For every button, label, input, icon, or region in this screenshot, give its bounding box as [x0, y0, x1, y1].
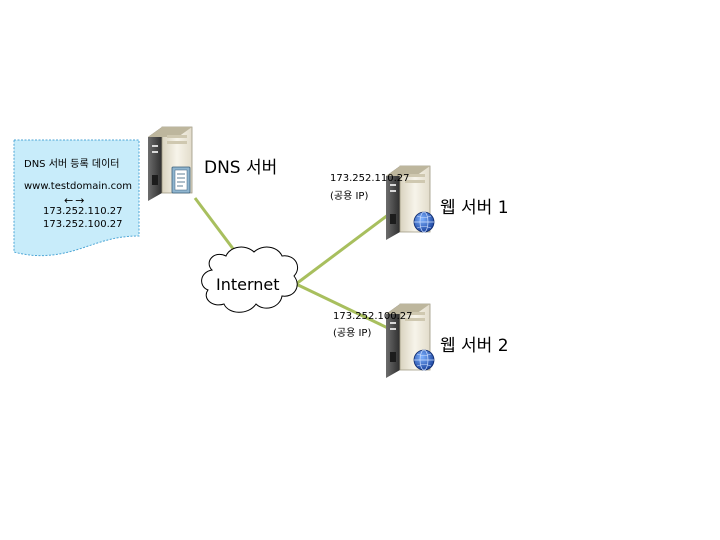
web-server-2-icon: [386, 303, 435, 378]
dns-record-document: [13, 139, 140, 257]
internet-label: Internet: [216, 275, 280, 294]
globe-icon: [413, 211, 435, 233]
address-book-icon: [171, 166, 191, 194]
dns-record-title: DNS 서버 등록 데이터: [24, 159, 120, 170]
web-server-1-icon: [386, 165, 435, 240]
dns-record-domain: www.testdomain.com: [24, 181, 132, 192]
dns-record-ip-1: 173.252.110.27: [43, 206, 123, 217]
web-server-2-ip: 173.252.100.27: [333, 311, 413, 322]
bidirectional-arrows: ←→: [64, 194, 87, 207]
web-server-1-label: 웹 서버 1: [440, 198, 509, 218]
globe-icon: [413, 349, 435, 371]
dns-server-icon: [148, 126, 193, 201]
web-server-2-label: 웹 서버 2: [440, 336, 509, 356]
dns-record-ip-2: 173.252.100.27: [43, 219, 123, 230]
internet-cloud: [201, 246, 298, 313]
web-server-1-ip-note: (공용 IP): [330, 191, 369, 202]
web-server-1-ip: 173.252.110.27: [330, 173, 410, 184]
link-internet-web2: [295, 282, 393, 332]
link-internet-web1: [295, 210, 393, 286]
dns-server-label: DNS 서버: [204, 158, 278, 178]
web-server-2-ip-note: (공용 IP): [333, 328, 372, 339]
